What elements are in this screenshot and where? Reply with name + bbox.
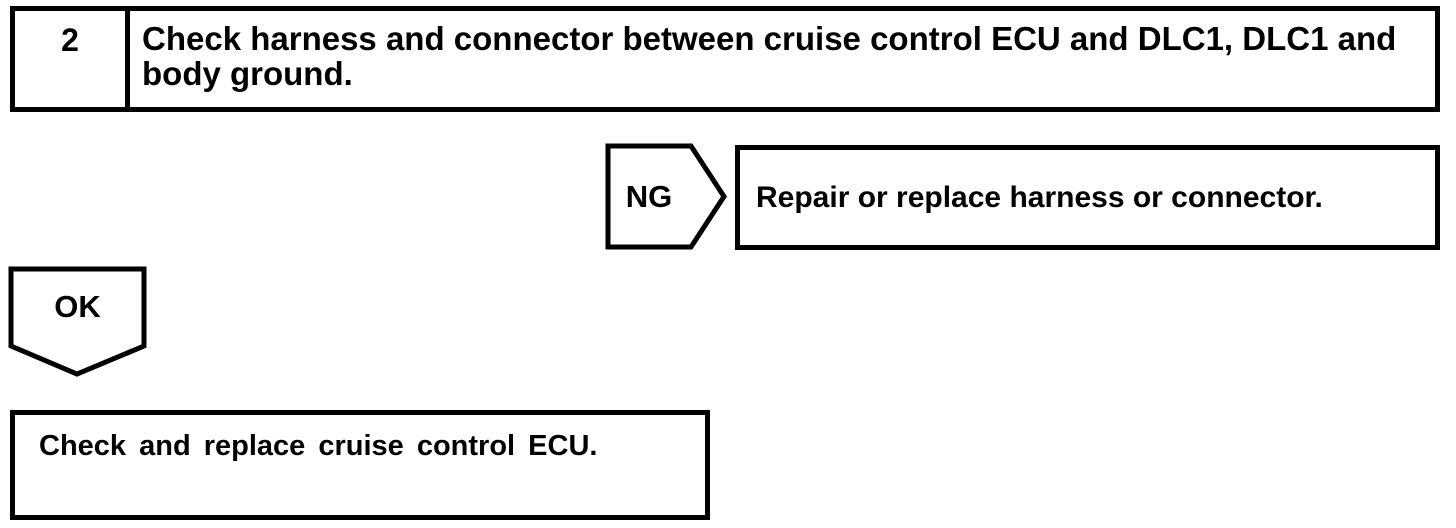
- ok-result-box: Check and replace cruise control ECU.: [10, 410, 710, 520]
- step-number: 2: [61, 22, 79, 58]
- ng-label: NG: [625, 179, 673, 214]
- ng-result-box: Repair or replace harness or connector.: [735, 145, 1440, 250]
- pentagon-right-icon: [605, 143, 727, 250]
- step-number-cell: 2: [15, 11, 130, 107]
- ok-result-text: Check and replace cruise control ECU.: [39, 430, 598, 462]
- ng-result-text: Repair or replace harness or connector.: [756, 181, 1323, 214]
- step-box: 2 Check harness and connector between cr…: [10, 6, 1440, 112]
- ng-connector: NG: [605, 143, 727, 250]
- pentagon-down-icon: [8, 266, 147, 377]
- ok-label: OK: [54, 288, 101, 324]
- ok-connector: OK: [8, 266, 147, 377]
- step-instruction: Check harness and connector between crui…: [142, 20, 1397, 92]
